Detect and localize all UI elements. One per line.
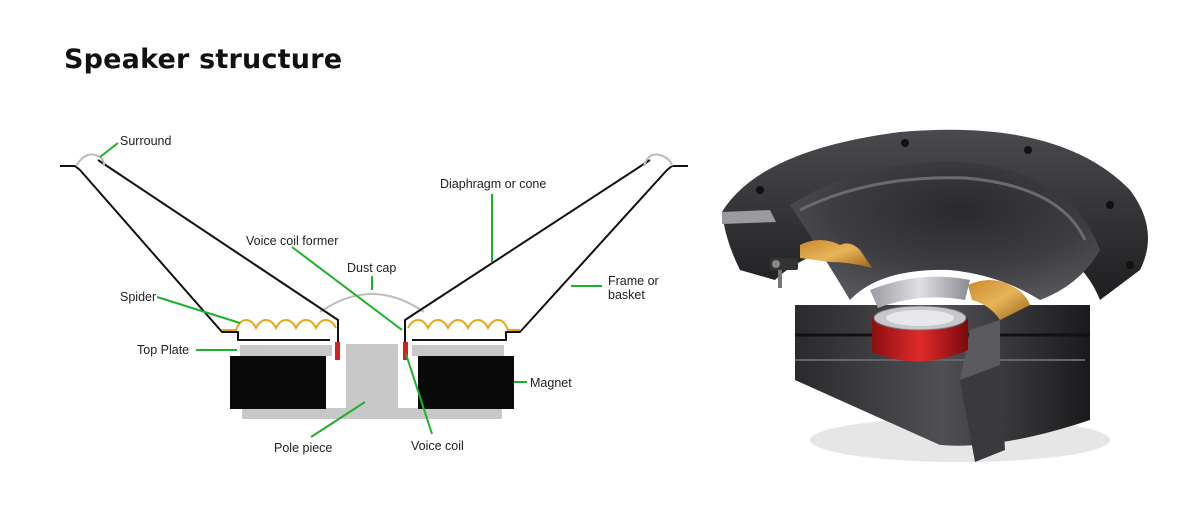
frame-right bbox=[412, 165, 688, 341]
surround-right bbox=[643, 153, 673, 167]
magnet-left bbox=[230, 356, 326, 409]
voice-coil-right bbox=[403, 342, 408, 360]
label-voice-coil: Voice coil bbox=[411, 439, 464, 453]
surround-left bbox=[75, 153, 105, 167]
spider-copper bbox=[800, 240, 872, 268]
magnet-right bbox=[418, 356, 514, 409]
label-top-plate: Top Plate bbox=[137, 343, 189, 357]
leader-pole-piece bbox=[310, 401, 366, 438]
leader-surround bbox=[99, 142, 119, 158]
label-spider: Spider bbox=[120, 290, 156, 304]
top-plate-right bbox=[412, 345, 504, 356]
cross-section-diagram: Surround Diaphragm or cone Voice coil fo… bbox=[60, 134, 688, 455]
screw-hole bbox=[1024, 146, 1032, 154]
spider-copper-right bbox=[968, 280, 1030, 320]
label-diaphragm: Diaphragm or cone bbox=[440, 177, 546, 191]
spider-left bbox=[222, 318, 337, 331]
dust-cap bbox=[319, 293, 425, 313]
spider-right bbox=[407, 318, 520, 331]
screw-hole bbox=[1126, 261, 1134, 269]
cutaway-block bbox=[960, 365, 1005, 462]
label-surround: Surround bbox=[120, 134, 171, 148]
voice-coil-left bbox=[335, 342, 340, 360]
frame-left bbox=[60, 165, 330, 341]
speaker-cutaway-illustration bbox=[722, 129, 1148, 462]
cone-right bbox=[404, 159, 651, 342]
label-pole-piece: Pole piece bbox=[274, 441, 332, 455]
magnet-stack bbox=[795, 305, 1090, 446]
label-voice-coil-former: Voice coil former bbox=[246, 234, 338, 248]
pole-ring bbox=[870, 276, 970, 308]
pole-piece bbox=[346, 344, 398, 410]
label-dust-cap: Dust cap bbox=[347, 261, 396, 275]
cone-left bbox=[97, 159, 339, 342]
leader-voice-coil bbox=[405, 353, 433, 435]
screw-hole bbox=[901, 139, 909, 147]
label-magnet: Magnet bbox=[530, 376, 572, 390]
screw-hole bbox=[756, 186, 764, 194]
pole-piece-base bbox=[242, 408, 502, 419]
terminal-connector bbox=[770, 258, 798, 288]
label-frame-line1: Frame or bbox=[608, 274, 659, 288]
label-frame-line2: basket bbox=[608, 288, 645, 302]
leader-spider bbox=[156, 296, 241, 324]
top-plate-left bbox=[240, 345, 332, 356]
page-title: Speaker structure bbox=[64, 44, 343, 75]
screw-hole bbox=[1106, 201, 1114, 209]
leader-voice-coil-former bbox=[291, 246, 403, 331]
